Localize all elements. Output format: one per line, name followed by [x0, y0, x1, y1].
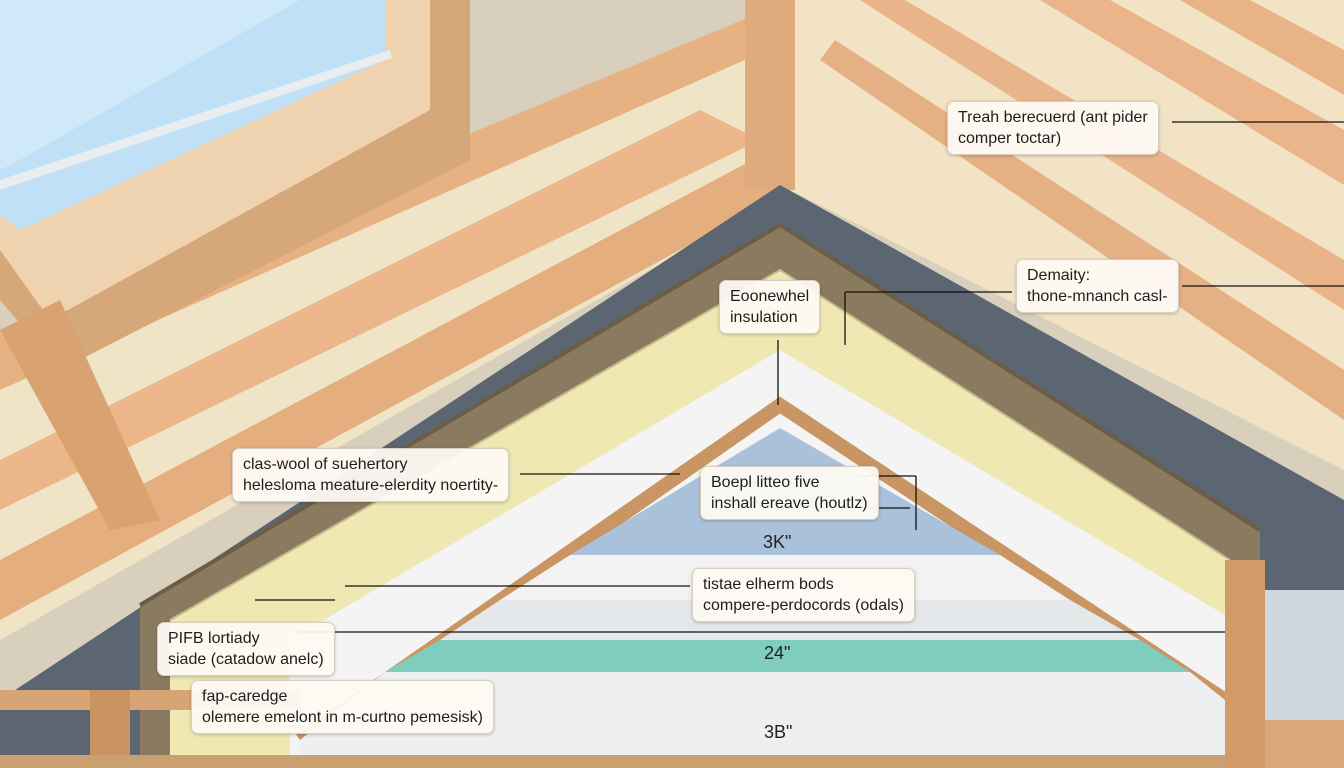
callout-pif-board-line-1: PIFB lortiady [168, 630, 260, 647]
callout-fap-caredge-line-1: fap-caredge [202, 688, 288, 705]
callout-top-right-line-1: Treah berecuerd (ant pider [958, 109, 1148, 126]
bottom-layer [300, 672, 1225, 760]
callout-thermal-boards: tistae elherm bods compere-perdocords (o… [692, 568, 915, 622]
leader-lines [255, 121, 1344, 633]
left-post [0, 300, 160, 530]
callout-insulation: Eoonewhel insulation [719, 280, 821, 334]
callout-fap-caredge: fap-caredge olemere emelont in m-curtno … [191, 680, 494, 734]
callout-fap-caredge-line-2: olemere emelont in m-curtno pemesisk) [202, 709, 483, 726]
dimension-blue: 3K" [763, 532, 792, 552]
callout-insulation-line-2: insulation [730, 309, 798, 326]
callout-glass-wool-line-1: clas-wool of suehertory [243, 456, 408, 473]
dimension-bottom: 3B" [764, 722, 793, 742]
callout-glass-wool-line-2: helesloma meature-elerdity noertity- [243, 477, 499, 494]
callout-pif-board: PIFB lortiady siade (catadow anelc) [157, 622, 335, 676]
teal-layer [385, 640, 1190, 672]
bottom-frame [0, 560, 1344, 768]
skylight [0, 0, 470, 370]
callout-thermal-boards-line-1: tistae elherm bods [703, 576, 834, 593]
ridge-post [745, 0, 795, 190]
callout-top-right: Treah berecuerd (ant pider comper toctar… [947, 101, 1159, 155]
callout-board-five: Boepl litteo five inshall ereave (houtlz… [700, 466, 879, 520]
callout-density-line-2: thone-mnanch casl- [1027, 288, 1168, 305]
callout-glass-wool: clas-wool of suehertory helesloma meatur… [232, 448, 510, 502]
callout-thermal-boards-line-2: compere-perdocords (odals) [703, 597, 904, 614]
dimension-teal: 24" [764, 643, 791, 663]
callout-insulation-line-1: Eoonewhel [730, 288, 810, 305]
callout-top-right-line-2: comper toctar) [958, 130, 1062, 147]
callout-density: Demaity: thone-mnanch casl- [1016, 259, 1179, 313]
callout-board-five-line-2: inshall ereave (houtlz) [711, 495, 868, 512]
callout-pif-board-line-2: siade (catadow anelc) [168, 651, 324, 668]
callout-density-line-1: Demaity: [1027, 267, 1091, 284]
callout-board-five-line-1: Boepl litteo five [711, 474, 820, 491]
